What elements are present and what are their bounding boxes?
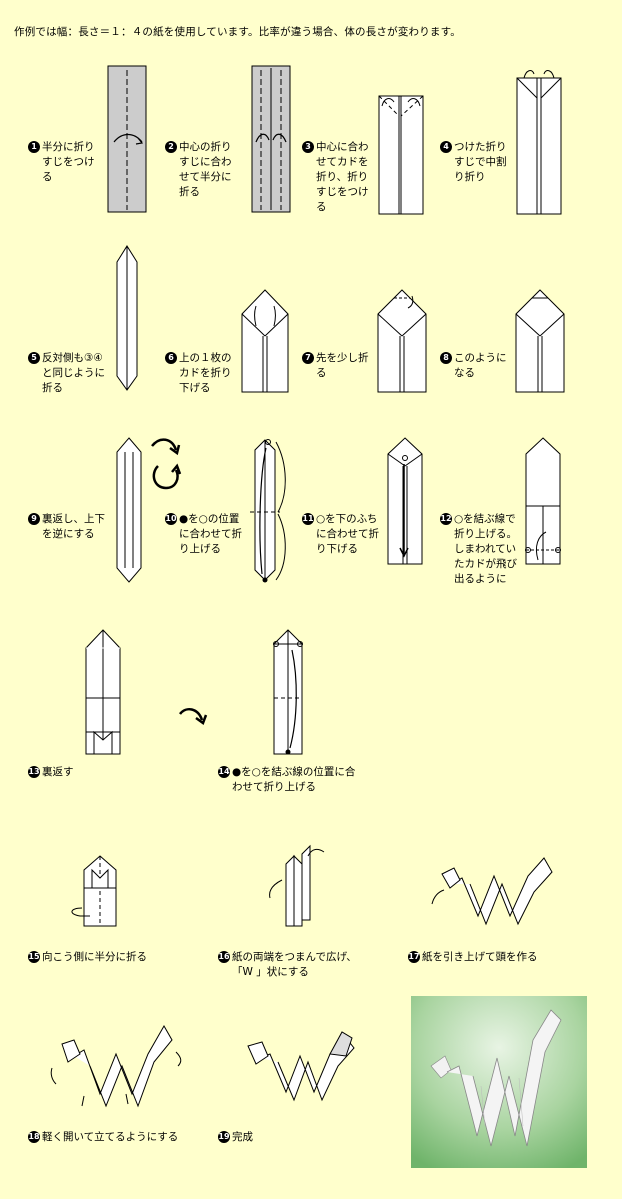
fold-diagram-18 xyxy=(50,1024,182,1108)
step-12-caption: 12 ○を結ぶ線で 折り上げる。 しまわれてい たカドが飛び 出るように xyxy=(440,512,524,587)
step-number: 12 xyxy=(440,513,452,525)
step-3-caption: 3 中心に合わ せてカドを 折り、折り すじをつけ る xyxy=(302,140,378,215)
step-number: 14 xyxy=(218,766,230,778)
fold-diagram-3 xyxy=(378,95,424,215)
step-10-caption: 10 ●を○の位置 に合わせて折 り上げる xyxy=(165,512,249,557)
step-text: ○を下のふち に合わせて折 り下げる xyxy=(316,513,379,555)
step-number: 9 xyxy=(28,513,40,525)
fold-diagram-10 xyxy=(250,439,286,583)
finished-model-photo xyxy=(411,996,587,1168)
fold-diagram-9 xyxy=(116,437,142,583)
intro-note: 作例では幅：長さ＝１：４の紙を使用しています。比率が違う場合、体の長さが変わりま… xyxy=(14,26,461,38)
step-17-caption: 17 紙を引き上げて頭を作る xyxy=(408,950,558,965)
turn-over-icon xyxy=(151,438,182,490)
step-text: 紙の両端をつまんで広げ、 「W 」状にする xyxy=(232,951,357,978)
step-text: 紙を引き上げて頭を作る xyxy=(422,951,538,963)
fold-diagram-2 xyxy=(251,65,291,213)
step-text: ●を○の位置 に合わせて折 り上げる xyxy=(179,513,242,555)
step-1-caption: 1 半分に折り すじをつけ る xyxy=(28,140,106,185)
step-8-caption: 8 このように なる xyxy=(440,351,516,381)
fold-diagram-16 xyxy=(269,844,325,927)
step-text: つけた折り すじで中割 り折り xyxy=(454,141,507,183)
step-6-caption: 6 上の１枚の カドを折り 下げる xyxy=(165,351,241,396)
step-number: 11 xyxy=(302,513,314,525)
step-text: 裏返し、上下 を逆にする xyxy=(42,513,105,540)
step-number: 2 xyxy=(165,141,177,153)
fold-diagram-1 xyxy=(107,65,147,213)
step-number: 1 xyxy=(28,141,40,153)
completed-model-diagram xyxy=(247,1031,355,1102)
fold-diagram-15 xyxy=(71,855,117,927)
step-15-caption: 15 向こう側に半分に折る xyxy=(28,950,178,965)
step-number: 16 xyxy=(218,951,230,963)
step-14-caption: 14 ●を○を結ぶ線の位置に合 わせて折り上げる xyxy=(218,765,378,795)
turn-over-icon-2 xyxy=(179,707,208,725)
step-number: 13 xyxy=(28,766,40,778)
step-4-caption: 4 つけた折り すじで中割 り折り xyxy=(440,140,516,185)
step-2-caption: 2 中心の折り すじに合わ せて半分に 折る xyxy=(165,140,249,200)
step-number: 18 xyxy=(28,1131,40,1143)
step-number: 3 xyxy=(302,141,314,153)
step-number: 7 xyxy=(302,352,314,364)
fold-diagram-7 xyxy=(377,289,427,393)
step-text: 完成 xyxy=(232,1131,253,1143)
fold-diagram-6 xyxy=(241,289,289,393)
fold-diagram-13 xyxy=(85,629,121,755)
step-number: 15 xyxy=(28,951,40,963)
fold-diagram-11 xyxy=(387,437,423,565)
step-number: 17 xyxy=(408,951,420,963)
step-text: このように なる xyxy=(454,352,507,379)
step-number: 19 xyxy=(218,1131,230,1143)
step-9-caption: 9 裏返し、上下 を逆にする xyxy=(28,512,114,542)
fold-diagram-5 xyxy=(116,245,138,391)
fold-diagram-8 xyxy=(515,289,565,393)
step-number: 8 xyxy=(440,352,452,364)
step-13-caption: 13 裏返す xyxy=(28,765,108,780)
fold-diagram-17 xyxy=(431,857,553,926)
step-text: 上の１枚の カドを折り 下げる xyxy=(179,352,232,394)
step-5-caption: 5 反対側も③④ と同じように 折る xyxy=(28,351,112,396)
step-text: 先を少し折 る xyxy=(316,352,369,379)
step-11-caption: 11 ○を下のふち に合わせて折 り下げる xyxy=(302,512,386,557)
step-text: 半分に折り すじをつけ る xyxy=(42,141,95,183)
fold-diagram-14 xyxy=(273,629,303,755)
photo-illustration xyxy=(411,996,587,1168)
step-number: 4 xyxy=(440,141,452,153)
step-7-caption: 7 先を少し折 る xyxy=(302,351,378,381)
step-text: 向こう側に半分に折る xyxy=(42,951,147,963)
step-16-caption: 16 紙の両端をつまんで広げ、 「W 」状にする xyxy=(218,950,378,980)
step-text: ●を○を結ぶ線の位置に合 わせて折り上げる xyxy=(232,766,356,793)
step-19-caption: 19 完成 xyxy=(218,1130,298,1145)
step-text: 軽く開いて立てるようにする xyxy=(42,1131,179,1143)
step-number: 5 xyxy=(28,352,40,364)
fold-diagram-4 xyxy=(516,70,562,215)
step-text: 中心に合わ せてカドを 折り、折り すじをつけ る xyxy=(316,141,369,213)
step-number: 10 xyxy=(165,513,177,525)
step-text: 反対側も③④ と同じように 折る xyxy=(42,352,105,394)
step-text: 裏返す xyxy=(42,766,74,778)
step-text: 中心の折り すじに合わ せて半分に 折る xyxy=(179,141,232,198)
step-18-caption: 18 軽く開いて立てるようにする xyxy=(28,1130,198,1145)
step-number: 6 xyxy=(165,352,177,364)
step-text: ○を結ぶ線で 折り上げる。 しまわれてい たカドが飛び 出るように xyxy=(454,513,517,585)
fold-diagram-12 xyxy=(525,437,561,565)
